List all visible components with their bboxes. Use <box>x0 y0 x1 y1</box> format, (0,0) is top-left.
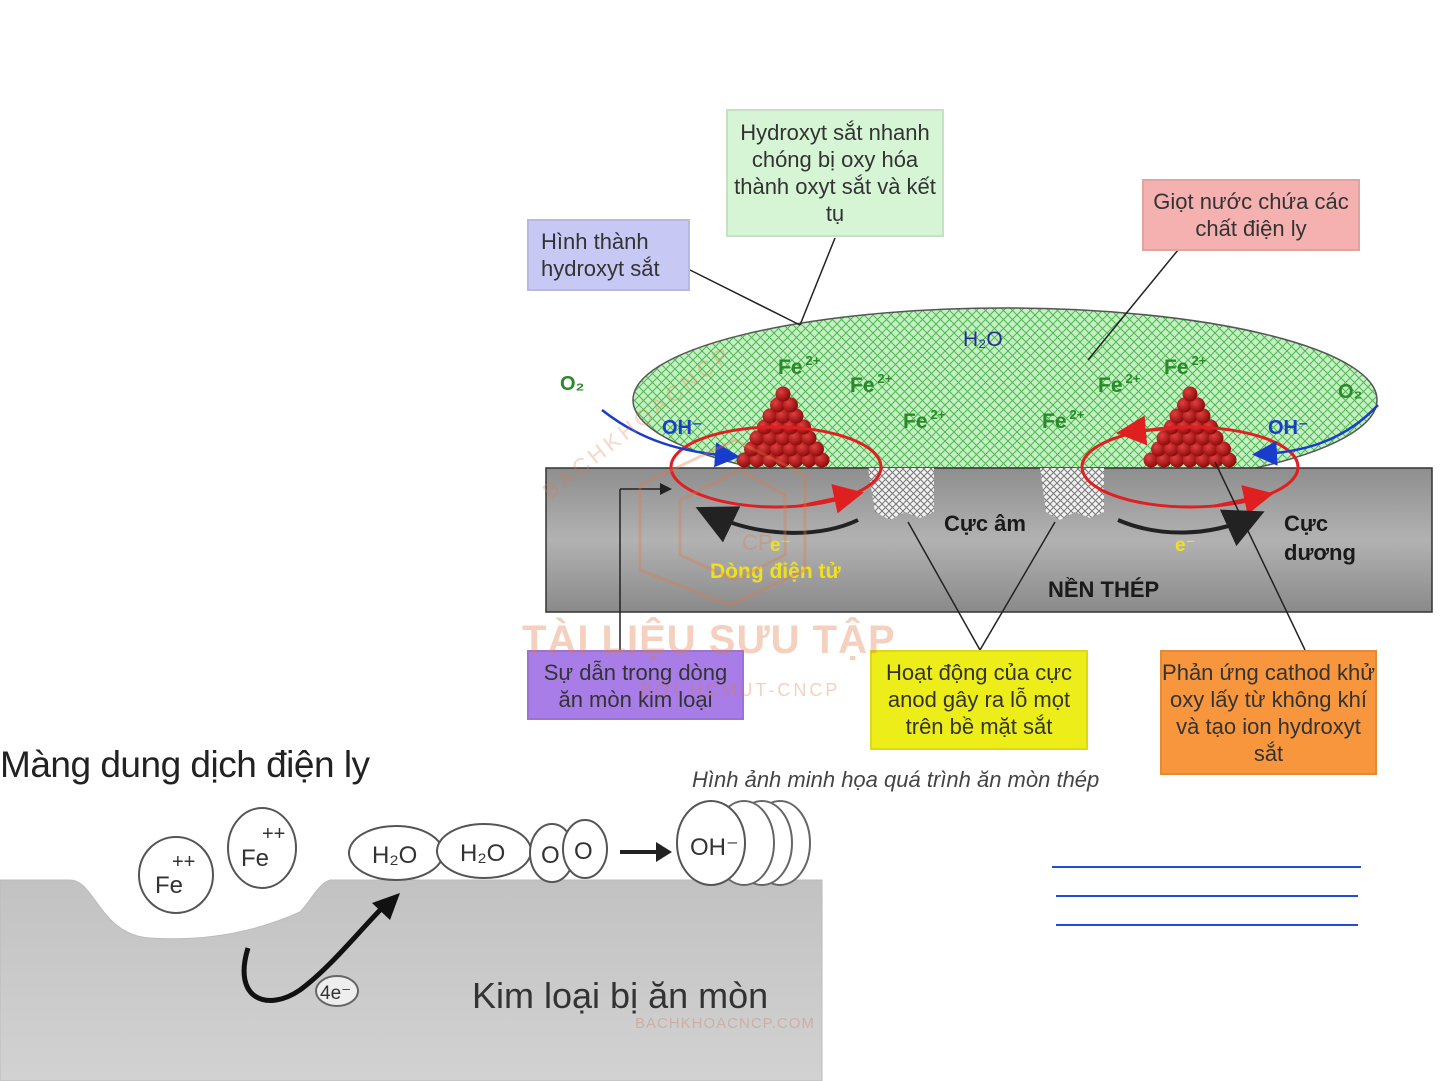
o2-label-right: O₂ <box>1338 381 1362 403</box>
substrate-label: NỀN THÉP <box>1048 577 1159 602</box>
rust-bead <box>1156 430 1172 446</box>
svg-text:H₂O: H₂O <box>372 842 417 869</box>
watermark-logo <box>638 438 807 607</box>
fe-ion-circle-1: Fe ++ <box>138 836 214 914</box>
callout-conduction: Sự dẫn trong dòng ăn mòn kim loại <box>527 650 744 720</box>
svg-text:++: ++ <box>172 851 195 873</box>
current-arrow-right <box>1116 415 1176 446</box>
oxygen-atom-1: O <box>529 823 575 883</box>
watermark-sub: BỞI HCMUT-CNCP <box>640 680 841 700</box>
rust-bead <box>1216 441 1231 457</box>
electrons-badge: 4e⁻ <box>315 975 359 1007</box>
electron-curve-arrow <box>241 903 387 1003</box>
current-loop-left <box>669 425 883 509</box>
current-arrow-left <box>799 484 864 514</box>
svg-text:O: O <box>541 842 560 869</box>
callout-anode-activity: Hoạt động của cực anod gây ra lỗ mọt trê… <box>870 650 1088 750</box>
conduction-arrowhead <box>660 483 672 495</box>
figure-caption: Hình ảnh minh họa quá trình ăn mòn thép <box>692 767 1099 792</box>
rust-bead <box>736 452 752 468</box>
callout-cathode-reaction: Phản ứng cathod khử oxy lấy từ không khí… <box>1160 650 1377 775</box>
rust-bead <box>1190 397 1205 413</box>
svg-text:O: O <box>574 838 593 865</box>
callout-hydroxide-form-text: Hình thành hydroxyt sắt <box>541 229 660 281</box>
oxygen-arrow-left <box>601 409 740 468</box>
rust-bead <box>762 408 778 424</box>
electron-curve-arrowhead <box>372 893 400 920</box>
cathode-label: Cực âm <box>944 511 1026 536</box>
svg-text:H₂O: H₂O <box>460 840 505 867</box>
anode-pit-left <box>868 468 934 520</box>
watermark-main: TÀI LIỆU SƯU TẬP <box>522 618 896 662</box>
svg-text:++: ++ <box>262 823 285 845</box>
corroded-metal <box>0 879 823 1081</box>
h2o-molecule-2: H₂O <box>436 823 532 879</box>
callout-droplet-text: Giọt nước chứa các chất điện ly <box>1153 189 1349 241</box>
svg-text:Fe: Fe <box>155 872 183 899</box>
callout-conduction-text: Sự dẫn trong dòng ăn mòn kim loại <box>543 660 728 712</box>
svg-text:OH⁻: OH⁻ <box>690 834 739 861</box>
reaction-arrowhead <box>656 842 672 862</box>
electron-label-left: e⁻ <box>770 535 791 556</box>
callout-droplet: Giọt nước chứa các chất điện ly <box>1142 179 1360 251</box>
rust-bead <box>1169 408 1185 424</box>
hydroxide-ions: OH⁻ <box>676 800 811 886</box>
rust-bead <box>783 397 798 413</box>
corroded-metal-label: Kim loại bị ăn mòn <box>472 975 768 1016</box>
electron-arrow-left <box>695 506 859 543</box>
rust-bead <box>809 441 824 457</box>
leader-lines <box>619 237 1306 651</box>
callout-cathode-reaction-text: Phản ứng cathod khử oxy lấy từ không khí… <box>1162 660 1375 766</box>
svg-text:4e⁻: 4e⁻ <box>320 983 351 1004</box>
watermark-site: BACHKHOACNCP.COM <box>635 1015 815 1032</box>
rust-bead <box>749 430 765 446</box>
callout-hydroxide-form: Hình thành hydroxyt sắt <box>527 219 690 291</box>
oh-label-left: OH⁻ <box>662 417 703 439</box>
callout-hydroxide-oxidize: Hydroxyt sắt nhanh chóng bị oxy hóa thàn… <box>726 109 944 237</box>
oxygen-atom-2: O <box>562 819 608 879</box>
rust-bead <box>775 386 791 402</box>
current-loop-right <box>1080 425 1300 509</box>
rust-bead <box>1182 386 1198 402</box>
electron-label-right: e⁻ <box>1175 535 1196 556</box>
callout-anode-activity-text: Hoạt động của cực anod gây ra lỗ mọt trê… <box>886 660 1072 739</box>
rust-bead <box>1143 452 1159 468</box>
electron-arrow-right <box>1117 509 1265 547</box>
oh-label-right: OH⁻ <box>1268 417 1309 439</box>
oxygen-arrow-right <box>1252 404 1379 466</box>
watermark-logo-text: CP <box>742 530 773 555</box>
electrolyte-film-title: Màng dung dịch điện ly <box>0 744 370 785</box>
o2-label-left: O₂ <box>560 373 584 395</box>
electron-flow-label: Dòng điện tử <box>710 560 841 583</box>
anode-pit-right <box>1040 468 1104 520</box>
fe-ion-circle-2: Fe ++ <box>227 807 297 889</box>
svg-text:Fe: Fe <box>241 845 269 872</box>
callout-hydroxide-oxidize-text: Hydroxyt sắt nhanh chóng bị oxy hóa thàn… <box>734 120 936 226</box>
anode-label-line2: dương <box>1284 540 1356 565</box>
current-arrow-right-bottom <box>1214 485 1274 515</box>
anode-label-line1: Cực <box>1284 511 1328 536</box>
h2o-molecule-1: H₂O <box>348 825 444 881</box>
rust-deposit-left <box>736 386 830 468</box>
lower-illustration: Fe ++ Fe ++ H₂O H₂O O O <box>0 800 823 1081</box>
h2o-label: H₂O <box>963 328 1003 351</box>
